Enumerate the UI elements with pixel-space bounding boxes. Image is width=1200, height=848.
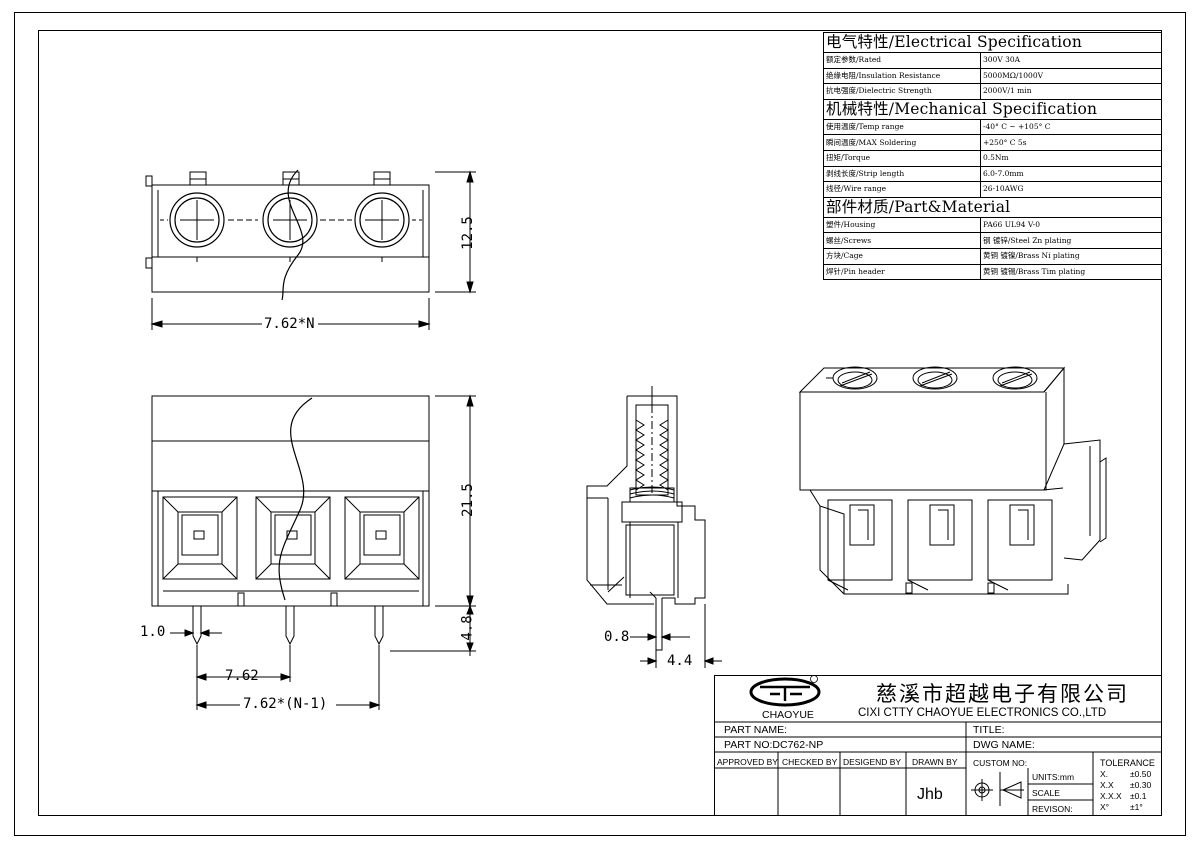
logo-text: CHAOYUE xyxy=(762,709,814,721)
dim-label-pin-length: 4.8 xyxy=(459,615,476,641)
dim-label-pin-thickness: 0.8 xyxy=(604,629,630,645)
custom-no-label: CUSTOM NO: xyxy=(973,758,1028,768)
tolerance-value: ±0.1 xyxy=(1130,791,1147,801)
title-block-grid xyxy=(714,721,1162,816)
dim-height-top xyxy=(435,170,476,294)
drawn-by-label: DRAWN BY xyxy=(912,757,958,767)
drawn-by-value: Jhb xyxy=(917,786,943,803)
front-view xyxy=(151,395,430,646)
tolerance-value: ±0.30 xyxy=(1130,780,1152,790)
electrical-spec-title: 电气特性/Electrical Specification xyxy=(823,32,1162,53)
material-spec-title: 部件材质/Part&Material xyxy=(823,196,1162,218)
tolerance-key: X° xyxy=(1100,802,1110,812)
tolerance-key: X.X xyxy=(1100,780,1114,790)
tolerance-value: ±0.50 xyxy=(1130,769,1152,779)
part-no-label: PART NO:DC762-NP xyxy=(724,739,824,751)
revision-label: REVISON: xyxy=(1032,804,1073,814)
part-name-label: PART NAME: xyxy=(724,724,788,736)
dwg-name-label: DWG NAME: xyxy=(973,739,1035,751)
company-name-en: CIXI CTTY CHAOYUE ELECTRONICS CO.,LTD xyxy=(858,707,1107,719)
dim-label-height-top: 12.5 xyxy=(459,216,476,250)
dim-pin-length xyxy=(390,604,476,656)
dim-label-pitch-total: 7.62*(N-1) xyxy=(243,696,328,712)
tolerance-value: ±1° xyxy=(1130,802,1143,812)
checked-by-label: CHECKED BY xyxy=(782,757,838,767)
title-block xyxy=(714,675,1162,816)
side-section-view xyxy=(586,386,706,651)
specification-table: 电气特性/Electrical Specification 额定参数/Rated… xyxy=(823,32,1162,281)
drawing-sheet-border xyxy=(14,12,1186,836)
isometric-view xyxy=(798,366,1107,595)
tolerance-key: X.X.X xyxy=(1100,791,1122,801)
dim-pin-width xyxy=(170,629,222,637)
projection-symbol-icon xyxy=(971,779,1024,801)
dim-label-pitch: 7.62 xyxy=(225,668,259,684)
company-name-cn: 慈溪市超越电子有限公司 xyxy=(876,683,1129,706)
title-label: TITLE: xyxy=(973,724,1005,736)
dim-label-height-front: 21.5 xyxy=(459,483,476,517)
tolerance-title: TOLERANCE xyxy=(1100,758,1155,768)
drawing-frame xyxy=(38,30,1162,816)
dim-height-front xyxy=(435,394,476,608)
scale-label: SCALE xyxy=(1032,788,1060,798)
dim-pin-offset xyxy=(640,604,722,668)
mechanical-spec-title: 机械特性/Mechanical Specification xyxy=(823,98,1162,120)
top-view xyxy=(145,169,430,301)
dim-width-top xyxy=(150,298,431,330)
approved-by-label: APPROVED BY xyxy=(717,757,778,767)
designed-by-label: DESIGEND BY xyxy=(843,757,902,767)
table-row: 使用温度/Temp range-40° C ~ +105° C xyxy=(823,118,1162,136)
dim-label-width-top: 7.62*N xyxy=(264,316,315,332)
table-row: 瞬间温度/MAX Soldering+250° C 5s xyxy=(823,134,1162,151)
dim-pin-thickness xyxy=(630,633,690,641)
units-label: UNITS:mm xyxy=(1032,772,1075,782)
dim-label-pin-offset: 4.4 xyxy=(667,653,693,669)
dim-label-pin-width: 1.0 xyxy=(140,624,166,640)
tolerance-key: X. xyxy=(1100,769,1109,779)
dim-pitch xyxy=(195,645,381,710)
